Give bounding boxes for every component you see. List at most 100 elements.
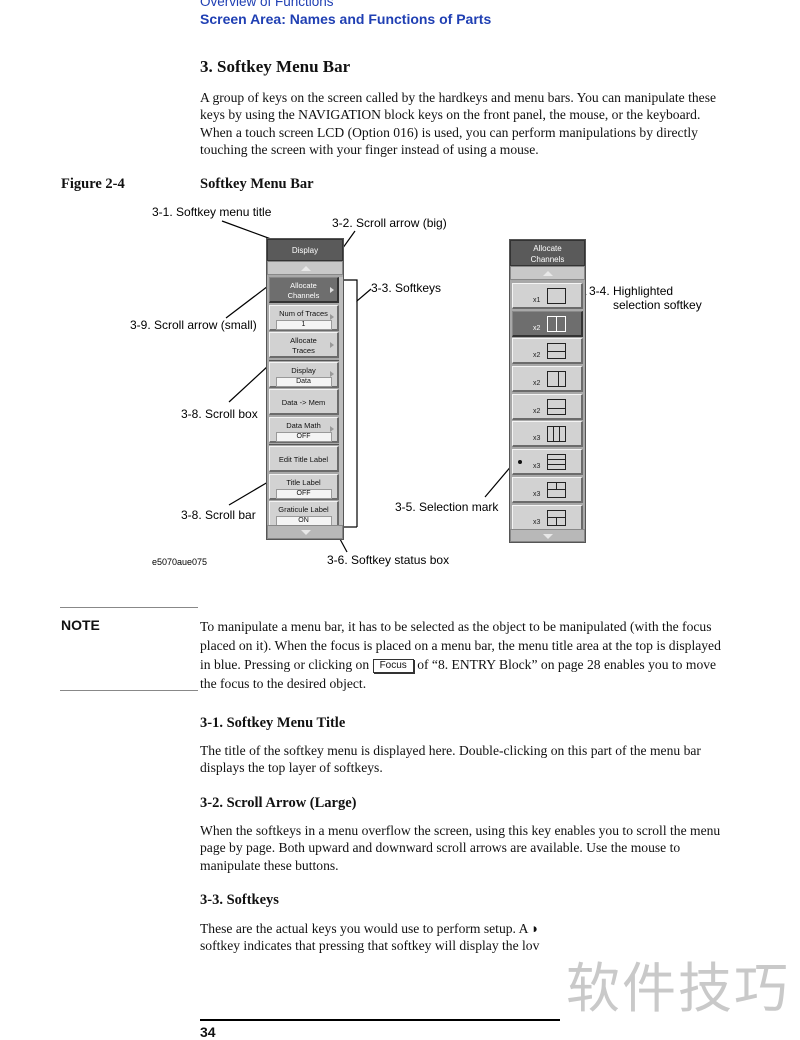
- layout-cell: [558, 426, 566, 443]
- softkey-label: Allocate: [290, 336, 317, 345]
- submenu-arrow-icon: [330, 426, 334, 432]
- three-mixed-b-layout-icon: [547, 509, 566, 526]
- section-intro: A group of keys on the screen called by …: [200, 90, 717, 158]
- callout-highlighted-l2: selection softkey: [613, 298, 702, 312]
- selection-softkey-single[interactable]: x1: [512, 283, 583, 309]
- subsection-text-3-3-line1: These are the actual keys you would use …: [200, 921, 540, 936]
- page-number: 34: [200, 1024, 216, 1040]
- softkey-status-box: OFF: [275, 431, 332, 442]
- selection-mark-icon: [518, 460, 522, 465]
- layout-cell: [556, 315, 566, 332]
- focus-key: Focus: [372, 659, 414, 673]
- softkey-group-separator: [269, 444, 339, 445]
- multiplier-label: x3: [533, 490, 541, 498]
- down-arrow-icon: [543, 534, 553, 539]
- callout-scroll-arrow-big: 3-2. Scroll arrow (big): [332, 216, 447, 230]
- callout-selection-mark: 3-5. Selection mark: [395, 500, 499, 514]
- three-columns-layout-icon: [547, 426, 566, 443]
- softkey-label-line2: Traces: [292, 346, 315, 355]
- note-text: To manipulate a menu bar, it has to be s…: [200, 617, 728, 693]
- selection-softkey-split-horizontal-uneven[interactable]: x2: [512, 393, 583, 420]
- softkey-status-box: OFF: [275, 488, 332, 499]
- scroll-bar[interactable]: [339, 277, 343, 525]
- selection-softkey-split-horizontal[interactable]: x2: [512, 338, 583, 365]
- layout-cell: [547, 464, 566, 471]
- softkey-menu-bar-right: Allocate Channels x1 x2 x2 x2 x2 x3 x3 x3 x3: [509, 239, 586, 543]
- selection-softkey-split-vertical-uneven[interactable]: x2: [512, 366, 583, 393]
- subsection-heading-3-2: 3-2. Scroll Arrow (Large): [200, 795, 357, 811]
- softkey-label: Display: [291, 365, 316, 375]
- layout-cell: [547, 408, 566, 415]
- submenu-arrow-icon: [330, 341, 334, 348]
- right-menu-title[interactable]: Allocate Channels: [510, 240, 585, 266]
- single-layout-icon: [547, 288, 566, 304]
- figure-label: Figure 2-4: [61, 176, 125, 192]
- softkey-data-mem[interactable]: Data -> Mem: [269, 389, 339, 415]
- softkey-menu-title-text: Display: [291, 246, 319, 255]
- selection-softkey-split-vertical[interactable]: x2: [512, 310, 583, 337]
- multiplier-label: x1: [533, 297, 541, 304]
- softkey-label: Edit Title Label: [278, 455, 329, 464]
- softkey-label: Title Label: [286, 477, 321, 487]
- note-divider-top: [60, 607, 198, 608]
- layout-cell: [558, 371, 566, 388]
- multiplier-label: x2: [533, 407, 541, 415]
- callout-menu-title: 3-1. Softkey menu title: [152, 205, 272, 219]
- softkey-menu-title[interactable]: Display: [267, 239, 343, 261]
- selection-softkey-three-mixed-b[interactable]: x3: [512, 504, 583, 531]
- right-menu-title-l2: Channels: [530, 255, 565, 264]
- multiplier-label: x2: [533, 352, 541, 360]
- figure-title: Softkey Menu Bar: [200, 176, 314, 192]
- right-scroll-arrow-down[interactable]: [510, 529, 585, 542]
- selection-softkey-three-columns[interactable]: x3: [512, 421, 583, 448]
- submenu-arrow-icon: [330, 371, 334, 377]
- multiplier-label: x3: [533, 463, 541, 471]
- layout-cell: [556, 517, 566, 526]
- softkey-label-line2: Channels: [287, 291, 320, 300]
- up-arrow-icon: [543, 271, 553, 276]
- callout-scroll-bar: 3-8. Scroll bar: [181, 508, 256, 522]
- softkey-status-box: Data: [275, 376, 332, 387]
- selection-softkey-three-rows[interactable]: x3: [512, 449, 583, 476]
- softkey-label: Graticule Label: [278, 505, 329, 514]
- softkey-label: Data Math: [286, 420, 321, 430]
- figure-image-id: e5070aue075: [152, 557, 208, 567]
- scroll-arrow-small-down[interactable]: [267, 525, 343, 539]
- subsection-heading-3-1: 3-1. Softkey Menu Title: [200, 715, 346, 731]
- softkey-group-separator: [269, 359, 339, 361]
- up-arrow-icon: [301, 266, 311, 271]
- softkey-label: Allocate: [290, 281, 317, 290]
- right-scroll-arrow-up[interactable]: [510, 266, 585, 280]
- selection-softkey-three-mixed-a[interactable]: x3: [512, 476, 583, 503]
- subsection-text-3-3-line2: softkey indicates that pressing that sof…: [200, 938, 540, 953]
- submenu-arrow-icon: [330, 314, 334, 320]
- note-text-after: of “8. ENTRY Block” on page 28 enables y…: [200, 657, 717, 691]
- header-section-line1: Overview of Functions: [200, 0, 334, 9]
- note-label: NOTE: [61, 617, 100, 633]
- subsection-text-3-2: When the softkeys in a menu overflow the…: [200, 823, 721, 873]
- subsection-text-3-1: The title of the softkey menu is display…: [200, 743, 701, 776]
- multiplier-label: x2: [533, 380, 541, 388]
- softkey-label: Num of Traces: [279, 308, 328, 318]
- callout-softkeys: 3-3. Softkeys: [371, 281, 442, 295]
- footer-rule: [200, 1019, 560, 1021]
- layout-cell: [547, 288, 566, 304]
- note-text-before: To manipulate a menu bar, it has to be s…: [200, 619, 721, 672]
- multiplier-label: x3: [533, 518, 541, 526]
- softkey-edit-title-label[interactable]: Edit Title Label: [269, 446, 339, 472]
- scroll-arrow-big-up[interactable]: [267, 261, 343, 275]
- submenu-arrow-icon: [330, 286, 334, 293]
- multiplier-label: x2: [533, 324, 541, 332]
- right-menu-title-l1: Allocate: [533, 244, 562, 253]
- split-horizontal-layout-icon: [547, 343, 566, 360]
